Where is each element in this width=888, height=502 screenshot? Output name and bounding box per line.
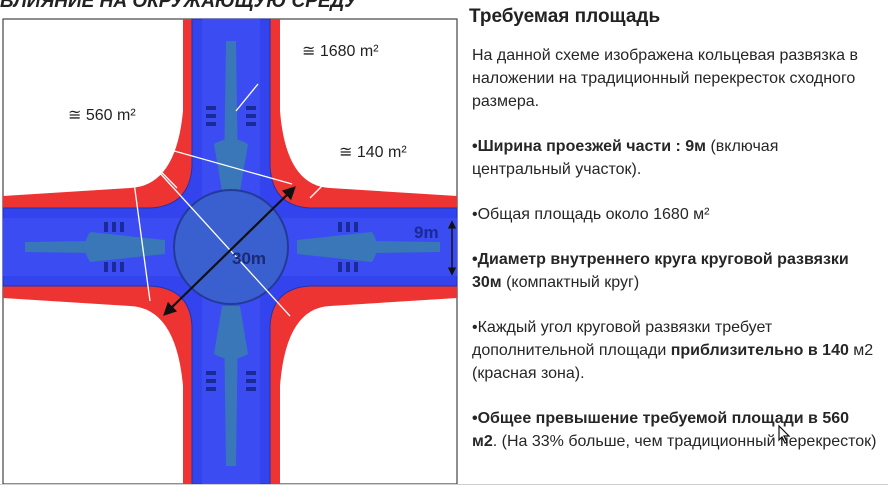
- splitter-east: [297, 232, 377, 262]
- info-panel: На данной схеме изображена кольцевая раз…: [472, 44, 877, 475]
- width-rest: (включая центральный участок).: [472, 138, 779, 178]
- width-point: •Ширина проезжей части : 9м (включая цен…: [472, 135, 877, 181]
- corner-unit: м2: [848, 342, 874, 359]
- excess-point: •Общее превышение требуемой площади в 56…: [472, 407, 877, 453]
- corner-point: •Каждый угол круговой развязки требует д…: [472, 316, 877, 385]
- label-area-corner: ≅ 140 m²: [339, 144, 407, 161]
- label-area-extra: ≅ 560 m²: [68, 107, 136, 124]
- diameter-arrow: [163, 186, 296, 316]
- label-area-total: ≅ 1680 m²: [302, 43, 379, 60]
- panel-title: Требуемая площадь: [469, 6, 661, 27]
- mouse-cursor-icon: [778, 424, 791, 444]
- splitter-south: [214, 306, 248, 359]
- corner-lead: •Каждый угол круговой развязки требует д…: [472, 319, 773, 359]
- excess-rest: . (На 33% больше, чем традиционный перек…: [492, 433, 877, 450]
- label-bg-140: [337, 139, 417, 163]
- label-width: 9m: [414, 223, 439, 242]
- corner-bold: приблизительно в 140: [670, 342, 849, 359]
- corner-rest: (красная зона).: [472, 365, 585, 382]
- bottom-divider: [0, 484, 888, 485]
- splitter-north: [214, 139, 248, 191]
- crosswalks: [104, 106, 358, 391]
- slide-title: ВЛИЯНИЕ НА ОКРУЖАЮЩУЮ СРЕДУ: [0, 0, 358, 12]
- width-bold: •Ширина проезжей части : 9м: [472, 138, 707, 155]
- label-diameter: 30m: [232, 249, 266, 268]
- label-bg-560: [66, 102, 150, 126]
- diameter-bold: •Диаметр внутреннего круга круговой разв…: [472, 251, 849, 291]
- diameter-point: •Диаметр внутреннего круга круговой разв…: [472, 248, 877, 294]
- label-bg-1680: [300, 38, 392, 62]
- roundabout-diagram: ≅ 1680 m² ≅ 560 m² ≅ 140 m² 9m 30m: [2, 18, 458, 485]
- diameter-rest: (компактный круг): [501, 274, 640, 291]
- splitter-west: [85, 232, 165, 262]
- excess-bold: •Общее превышение требуемой площади в 56…: [472, 410, 850, 450]
- area-point: •Общая площадь около 1680 м²: [472, 206, 710, 223]
- intro-text: На данной схеме изображена кольцевая раз…: [472, 47, 858, 110]
